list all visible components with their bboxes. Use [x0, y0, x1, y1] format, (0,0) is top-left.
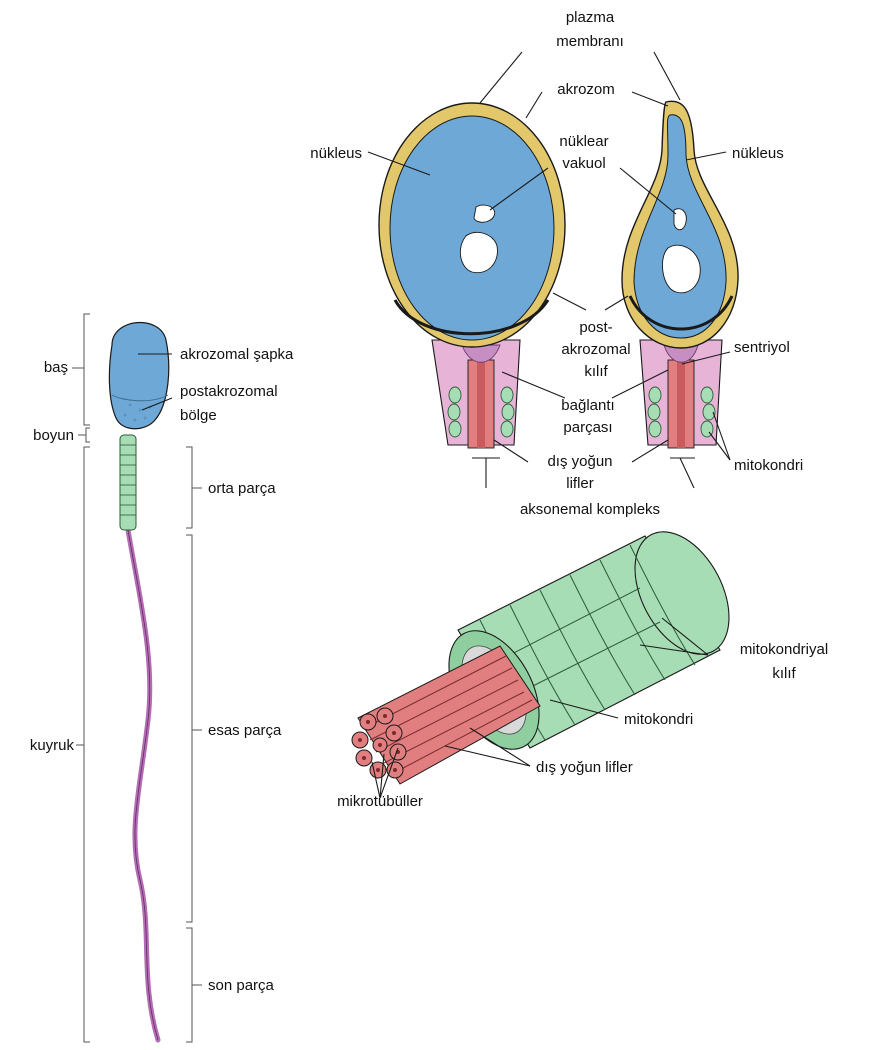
front-nucleus — [390, 116, 554, 340]
front-nuclear-vacuole-1 — [474, 205, 495, 222]
label-nukleus-left: nükleus — [310, 145, 362, 162]
label-kuyruk: kuyruk — [30, 737, 75, 754]
label-sentriyol: sentriyol — [734, 339, 790, 356]
region-brackets-left — [72, 314, 90, 1042]
sperm-tail — [128, 530, 158, 1040]
label-akrozomal-sapka: akrozomal şapka — [180, 346, 294, 363]
sperm-midpiece — [120, 435, 136, 530]
region-brackets-right — [186, 447, 202, 1042]
label-bas: baş — [44, 359, 68, 376]
label-boyun: boyun — [33, 427, 74, 444]
front-nuclear-vacuole-2 — [460, 232, 497, 272]
whole-sperm — [109, 322, 168, 1040]
label-aksonemal-kompleks: aksonemal kompleks — [520, 501, 660, 518]
sperm-head — [109, 322, 168, 428]
label-esas-parca: esas parça — [208, 722, 282, 739]
midpiece-3d — [352, 516, 748, 784]
label-akrozom: akrozom — [557, 81, 615, 98]
label-dis-yogun-lifler-bottom: dış yoğun lifler — [536, 759, 633, 776]
label-mikrotubuller: mikrotübüller — [337, 793, 423, 810]
label-son-parca: son parça — [208, 977, 275, 994]
label-nukleus-right: nükleus — [732, 145, 784, 162]
label-orta-parca: orta parça — [208, 480, 276, 497]
head-section-front — [379, 103, 565, 448]
label-mitokondri-top: mitokondri — [734, 457, 803, 474]
side-nuclear-vacuole-1 — [674, 209, 686, 230]
label-mitokondri-bottom: mitokondri — [624, 711, 693, 728]
